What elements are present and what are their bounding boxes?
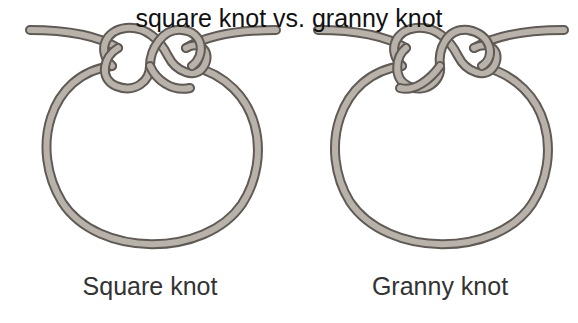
knot-label: Granny knot [372, 272, 508, 301]
rope-strand [105, 30, 201, 88]
rope-strand [397, 30, 490, 89]
rope-outline [335, 66, 548, 244]
rope-outline [150, 66, 190, 89]
rope-outline [400, 66, 440, 89]
rope-strand [400, 66, 440, 89]
square-knot [30, 28, 276, 244]
rope-strand [150, 66, 190, 89]
title: square knot vs. granny knot [135, 4, 442, 33]
rope-loop [335, 66, 548, 244]
granny-knot [318, 28, 564, 244]
rope-outline [47, 66, 258, 244]
knot-label: Square knot [83, 272, 218, 301]
rope-outline [105, 30, 201, 88]
rope-outline [397, 30, 490, 89]
rope-loop [47, 66, 258, 244]
